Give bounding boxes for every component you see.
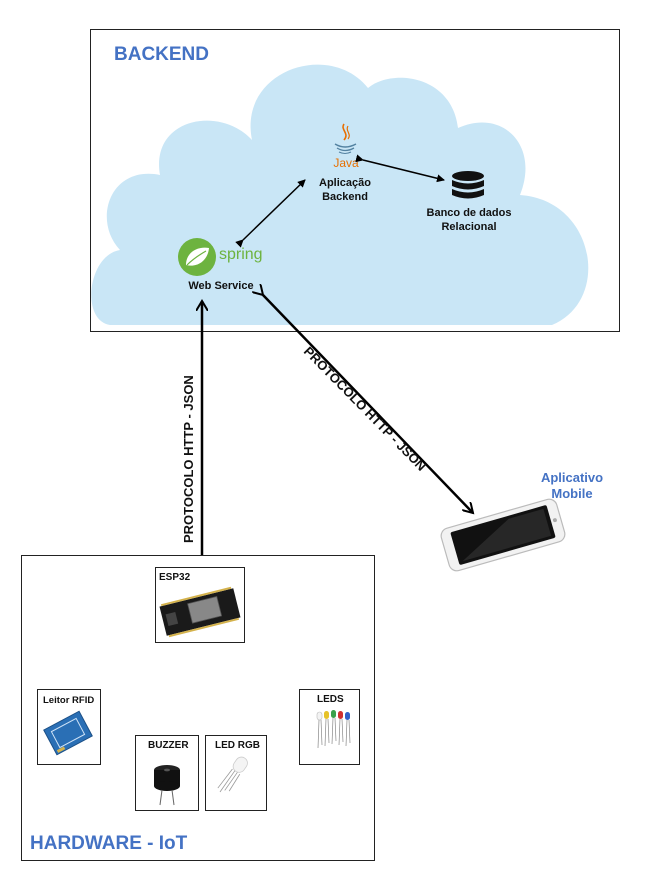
web-service-label: Web Service: [188, 280, 254, 292]
vertical-protocol-label: PROTOCOLO HTTP - JSON: [181, 375, 196, 543]
spring-logo-text: spring: [219, 246, 263, 263]
leds-label: LEDS: [317, 694, 344, 705]
leds-box: LEDS: [299, 689, 360, 765]
buzzer-label: BUZZER: [148, 740, 189, 751]
ledrgb-box: LED RGB: [205, 735, 267, 811]
mobile-label: Aplicativo Mobile: [530, 470, 614, 502]
ledrgb-label: LED RGB: [215, 740, 260, 751]
mobile-label-line1: Aplicativo: [540, 470, 604, 485]
spring-java-arrow: [235, 179, 306, 248]
diagonal-protocol-arrow: [263, 295, 473, 513]
hardware-title: HARDWARE - IoT: [30, 833, 188, 854]
rfid-label: Leitor RFID: [43, 695, 95, 706]
esp32-label: ESP32: [159, 572, 191, 583]
java-db-arrow: [355, 154, 445, 183]
mobile-label-line2: Mobile: [551, 486, 593, 501]
backend-title: BACKEND: [114, 44, 209, 65]
java-logo-text: Java: [333, 156, 359, 170]
db-label-line1: Banco de dados: [426, 207, 512, 219]
app-label-line2: Backend: [322, 191, 368, 203]
db-label: Banco de dados Relacional: [414, 206, 524, 234]
db-label-line2: Relacional: [441, 221, 497, 233]
